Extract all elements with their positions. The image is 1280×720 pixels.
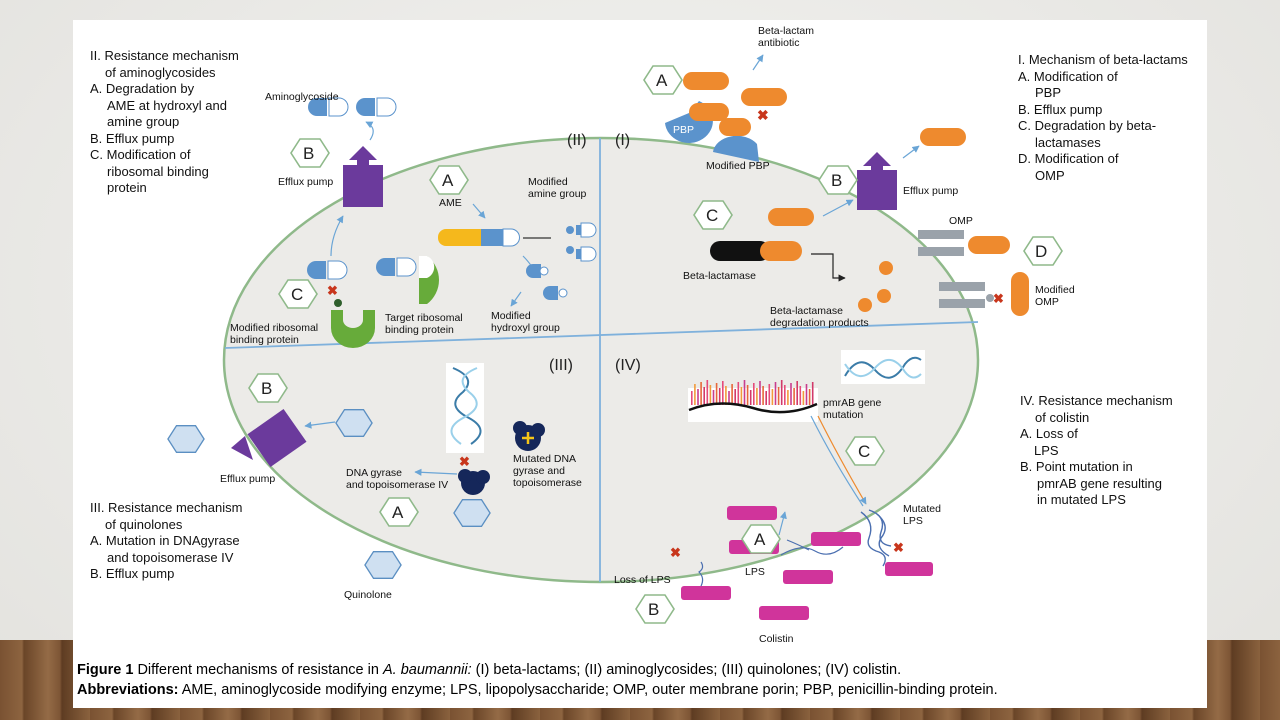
svg-text:A: A xyxy=(656,71,668,90)
svg-text:D: D xyxy=(1035,242,1047,261)
aminoglycoside-top xyxy=(308,97,397,117)
legend-I: I. Mechanism of beta-lactams A. Modifica… xyxy=(1018,52,1188,183)
caption-line-2: Abbreviations: AME, aminoglycoside modif… xyxy=(77,682,998,698)
svg-text:✖: ✖ xyxy=(459,454,470,469)
mutated-lps: ✖ xyxy=(860,509,904,567)
hex-C-II: C xyxy=(278,279,318,309)
hex-B-II: B xyxy=(290,138,330,168)
label-lps: LPS xyxy=(745,566,765,578)
hex-A-II: A xyxy=(429,165,469,195)
hex-B-I: B xyxy=(818,165,858,195)
omp-group: ✖ xyxy=(918,230,1029,316)
hex-B-IV: B xyxy=(635,594,675,624)
svg-text:A: A xyxy=(392,503,404,522)
label-pbp: PBP xyxy=(673,124,695,136)
dna-gyrase xyxy=(458,469,490,495)
efflux-pump-I xyxy=(857,152,897,210)
hex-D-I: D xyxy=(1023,236,1063,266)
hex-A-IV: A xyxy=(741,524,781,554)
hex-A-I: A xyxy=(643,65,683,95)
svg-text:✖: ✖ xyxy=(670,545,681,560)
quadrant-label-III: (III) xyxy=(549,357,573,374)
pbp-group: ✖ xyxy=(665,72,787,162)
svg-text:✖: ✖ xyxy=(993,291,1004,306)
figure-caption: Figure 1 Different mechanisms of resista… xyxy=(77,660,1203,700)
svg-text:B: B xyxy=(303,144,314,163)
label-modified-pbp: Modified PBP xyxy=(706,160,770,172)
label-efflux-pump-II: Efflux pump xyxy=(278,176,334,188)
svg-text:C: C xyxy=(858,442,870,461)
quadrant-label-I: (I) xyxy=(615,132,630,149)
label-efflux-pump-I: Efflux pump xyxy=(903,185,959,197)
legend-II: II. Resistance mechanism of aminoglycosi… xyxy=(90,48,239,195)
ame-group xyxy=(438,228,551,247)
label-beta-lactamase: Beta-lactamase xyxy=(683,270,756,282)
svg-text:✖: ✖ xyxy=(327,283,338,298)
figure-panel: ✖ ✖ ✖ xyxy=(73,20,1207,708)
label-omp: OMP xyxy=(949,215,973,227)
hex-B-III: B xyxy=(248,373,288,403)
caption-line-1: Figure 1 Different mechanisms of resista… xyxy=(77,662,902,678)
diagram-svg: ✖ ✖ ✖ xyxy=(167,54,1063,624)
svg-text:C: C xyxy=(706,206,718,225)
label-efflux-pump-III: Efflux pump xyxy=(220,473,276,485)
pmrab-gene-bars xyxy=(688,380,818,422)
quadrant-label-IV: (IV) xyxy=(615,357,641,374)
mutated-gyrase xyxy=(513,421,545,451)
label-aminoglycoside: Aminoglycoside xyxy=(265,91,339,103)
modified-amine xyxy=(566,222,597,262)
efflux-pump-II xyxy=(343,146,383,207)
dna-helix-III xyxy=(446,363,484,453)
svg-text:✖: ✖ xyxy=(893,540,904,555)
target-ribosomal-protein xyxy=(376,256,439,304)
svg-text:A: A xyxy=(442,171,454,190)
label-colistin: Colistin xyxy=(759,633,794,645)
svg-text:B: B xyxy=(831,171,842,190)
hex-A-III: A xyxy=(379,497,419,527)
svg-text:C: C xyxy=(291,285,303,304)
label-quinolone: Quinolone xyxy=(344,589,392,601)
legend-III: III. Resistance mechanism of quinolones … xyxy=(90,500,243,581)
beta-lactamase xyxy=(710,241,802,261)
label-ame: AME xyxy=(439,197,462,209)
legend-IV: IV. Resistance mechanism of colistin A. … xyxy=(1020,393,1173,507)
dna-helix-IV xyxy=(841,350,925,384)
svg-text:✖: ✖ xyxy=(757,107,769,123)
label-loss-of-lps: Loss of LPS xyxy=(614,574,671,586)
hex-C-IV: C xyxy=(845,436,885,466)
hex-C-I: C xyxy=(693,200,733,230)
quadrant-label-II: (II) xyxy=(567,132,587,149)
svg-text:B: B xyxy=(261,379,272,398)
svg-text:A: A xyxy=(754,530,766,549)
modified-hydroxyl xyxy=(526,264,568,300)
efflux-pump-III xyxy=(231,408,307,468)
svg-text:B: B xyxy=(648,600,659,619)
